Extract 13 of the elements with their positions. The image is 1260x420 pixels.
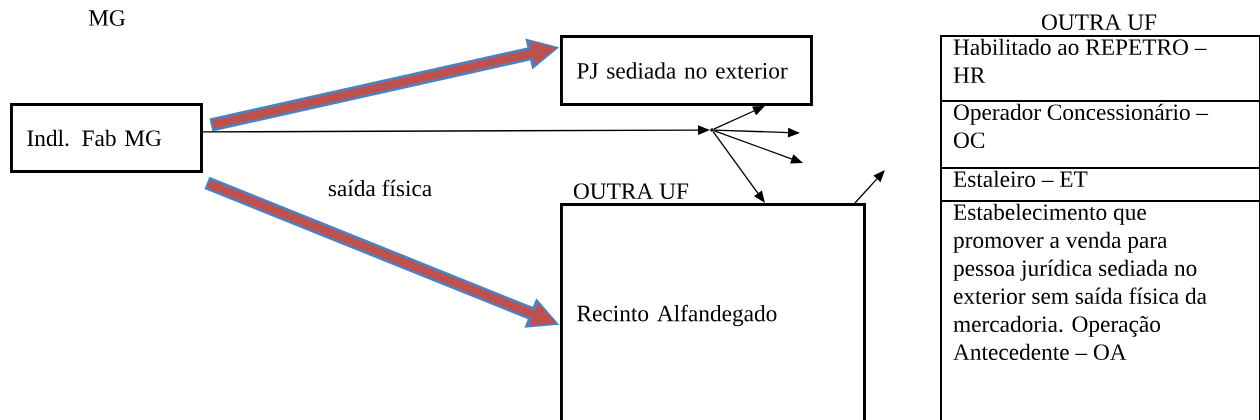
table-cell: Habilitado ao REPETRO – HR [940,35,1260,102]
arrow [854,170,885,204]
process-box: Recinto Alfandegado [560,203,866,420]
heading-text: OUTRA UF [1041,14,1157,31]
heading-text: OUTRA UF [573,183,689,200]
process-box: Indl. Fab MG [10,103,203,173]
table-cell: Estabelecimento que promover a venda para pessoa jurídica sediada no exterior sem saída física da mercadoria. Operação Antecedente – OA [940,200,1260,420]
table-cell: Operador Concessionário – OC [940,100,1260,169]
table-cell: Estaleiro – ET [940,167,1260,202]
arrow [712,130,765,203]
process-box: PJ sediada no exterior [560,35,813,106]
text-label: saída física [328,179,432,197]
text-label: MG [88,10,126,26]
